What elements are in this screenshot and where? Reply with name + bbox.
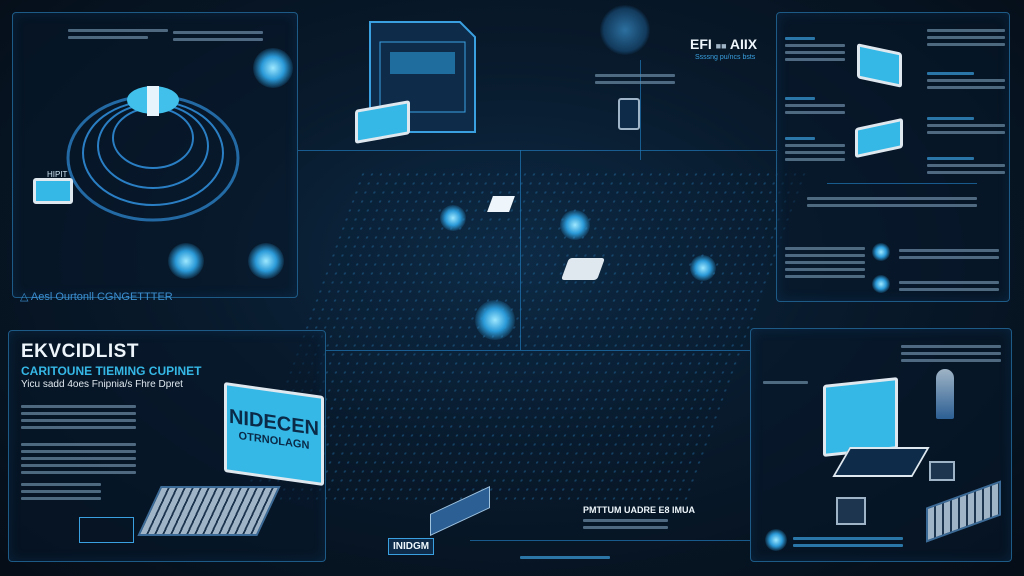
panel-text	[901, 341, 1001, 366]
keyboard-icon	[926, 480, 1001, 543]
device-icon	[929, 461, 955, 481]
feature-text	[785, 93, 845, 118]
laptop-screen: NIDECEN OTRNOLAGN	[224, 381, 324, 487]
feature-text	[927, 25, 1005, 50]
center-text	[520, 552, 610, 563]
panel-subtitle: CARITOUNE TIEMING CUPINET	[21, 364, 202, 378]
summary-text	[807, 193, 977, 211]
globe-icon	[600, 5, 650, 55]
info-icon	[765, 529, 787, 551]
network-hub-panel: HIPIT	[12, 12, 298, 298]
monitor-icon	[857, 43, 902, 88]
panel-text	[173, 27, 263, 45]
connector-line	[298, 150, 778, 151]
logo-text: EFI	[690, 36, 712, 52]
connector-line	[325, 350, 750, 351]
laptop-base	[832, 447, 930, 477]
info-icon	[872, 243, 890, 261]
connector-line	[520, 150, 521, 350]
rocket-icon	[936, 369, 954, 419]
panel-text	[793, 533, 903, 551]
feature-text	[927, 68, 1005, 93]
brand-logo: EFI ■■ AIIX	[690, 36, 758, 52]
body-text	[21, 439, 136, 478]
connector-line	[640, 60, 641, 160]
lock-icon	[836, 497, 866, 525]
caption-row: △ Aesl Ourtonll CGNGETTTER	[20, 290, 173, 303]
network-node-icon	[690, 255, 716, 281]
body-text	[21, 479, 101, 504]
globe-icon	[253, 48, 293, 88]
connector-line	[470, 540, 750, 541]
center-text	[583, 515, 668, 533]
panel-tagline: Yicu sadd 4oes Fnipnia/s Fhre Dpret	[21, 379, 183, 390]
feature-text	[785, 33, 845, 65]
hub-caption: Aesl Ourtonll CGNGETTTER	[30, 291, 173, 303]
panel-text	[68, 25, 168, 43]
checklist-panel: EKVCIDLIST CARITOUNE TIEMING CUPINET Yic…	[8, 330, 326, 562]
body-text	[21, 401, 136, 433]
network-node-icon	[475, 300, 515, 340]
globe-icon	[248, 243, 284, 279]
feature-text	[899, 245, 999, 263]
panel-title: EKVCIDLIST	[21, 341, 139, 362]
feature-text	[785, 133, 845, 165]
keyboard-icon	[137, 486, 281, 536]
laptop-icon	[33, 178, 73, 204]
concentric-rings-icon	[66, 86, 240, 222]
tablet-icon	[618, 98, 640, 130]
monitor-icon	[855, 117, 903, 159]
panel-text	[595, 70, 675, 88]
laptop-label: HIPIT	[47, 170, 68, 179]
center-badge: INIDGM	[388, 538, 435, 555]
feature-text	[899, 277, 999, 295]
badge-box	[79, 517, 134, 543]
brand-subtitle: Ssssng pu/ncs bsts	[695, 54, 756, 61]
network-node-icon	[560, 210, 590, 240]
devices-panel	[750, 328, 1012, 562]
feature-text	[927, 153, 1005, 178]
monitor-icon	[823, 377, 898, 457]
panel-text	[763, 377, 808, 388]
divider	[827, 183, 977, 184]
feature-text	[785, 243, 865, 282]
globe-icon	[168, 243, 204, 279]
shield-icon: △	[20, 291, 29, 303]
feature-text	[927, 113, 1005, 138]
logo-suffix: AIIX	[729, 36, 758, 52]
features-panel	[776, 12, 1010, 302]
network-node-icon	[440, 205, 466, 231]
center-heading: PMTTUM UADRE E8 IMUA	[583, 505, 695, 515]
info-icon	[872, 275, 890, 293]
